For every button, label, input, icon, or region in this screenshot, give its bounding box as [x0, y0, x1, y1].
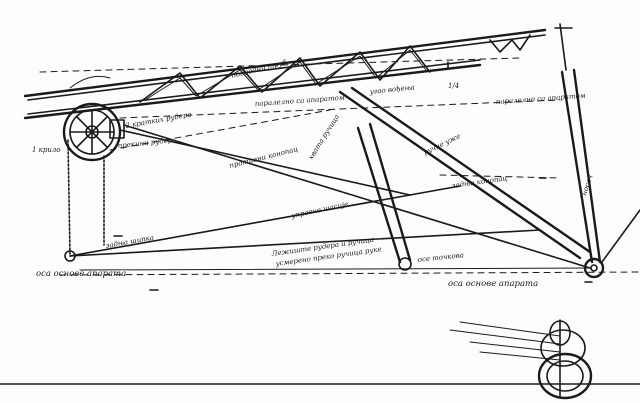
diag-strut-bottom	[350, 86, 592, 254]
label-engine-shaft: управне шасије	[290, 200, 349, 220]
speed-line	[469, 341, 561, 353]
truss-bottom-chord	[23, 63, 482, 120]
label-hand-shaft: хвата ручица	[307, 113, 341, 161]
label-parallel-left: паралелно са апаратом	[255, 94, 345, 108]
ground-wheel-front-inner	[546, 360, 584, 392]
diag-strut-top	[338, 90, 582, 260]
cable-bottom	[69, 229, 541, 257]
landing-wheel-icon	[583, 257, 605, 279]
ground	[0, 321, 640, 385]
wing-truss	[23, 23, 573, 120]
truss-hatch	[69, 75, 111, 89]
diag-dashed-line	[109, 109, 331, 151]
label-wheel-axis: осе точкова	[417, 251, 464, 264]
wheel-rim	[583, 257, 605, 279]
sprocket-rim	[62, 102, 122, 162]
cable-front	[119, 129, 411, 196]
truss-bracing-inner	[144, 49, 427, 101]
landing-wheel-icon	[537, 319, 593, 400]
chain-left-strand	[67, 139, 71, 256]
label-wing-fraction: 1/4	[448, 82, 459, 90]
control-cables	[69, 124, 591, 271]
label-wing-left: 1 крило	[32, 146, 61, 154]
cable-rear	[69, 185, 461, 257]
right-strut-left	[560, 70, 594, 264]
truss-end-bracket	[489, 34, 531, 53]
truss-top-chord-inner	[27, 34, 546, 101]
marker-arrows	[113, 61, 593, 291]
label-wing-angle: угао вођења	[368, 83, 415, 96]
middle-strut-right	[368, 122, 412, 262]
label-chain-note: прекини рудер	[117, 136, 173, 150]
ground-wheel-back	[540, 329, 586, 367]
truss-top-chord	[23, 28, 547, 98]
truss-bottom-chord-inner	[27, 59, 481, 115]
middle-strut-left	[356, 126, 402, 264]
ground-wheel-front	[537, 352, 593, 400]
cable-long-diagonal	[123, 124, 591, 269]
speed-line	[479, 351, 561, 361]
middle-strut-foot	[398, 257, 412, 271]
struts	[338, 68, 640, 271]
label-shaft-left: задња шипка	[105, 234, 155, 250]
label-rope-short: 2 кратких рудера	[124, 110, 192, 130]
base-dashed-line	[59, 271, 640, 276]
truss-end-post	[559, 23, 567, 71]
label-parallel-right: паралелно са апаратом	[496, 92, 586, 106]
chain-sprocket-icon	[62, 102, 125, 162]
speed-line	[449, 329, 561, 345]
far-right-strut	[601, 209, 640, 263]
wheel-hub	[590, 264, 598, 272]
label-leg: носач	[580, 174, 594, 197]
sprocket-bracket	[109, 119, 125, 139]
right-strut-right	[572, 68, 602, 264]
top-dashed-line	[39, 57, 521, 73]
truss-bracing	[139, 45, 431, 103]
speed-line	[459, 321, 561, 337]
cable-base	[79, 267, 591, 271]
label-axis-left: оса основе апарата	[36, 269, 126, 279]
mid-dashed-line	[119, 99, 561, 119]
label-upper-shaft: ручне уже	[422, 132, 462, 157]
sprocket-spoke	[76, 116, 108, 148]
label-axis-right: оса основе апарата	[448, 279, 538, 289]
